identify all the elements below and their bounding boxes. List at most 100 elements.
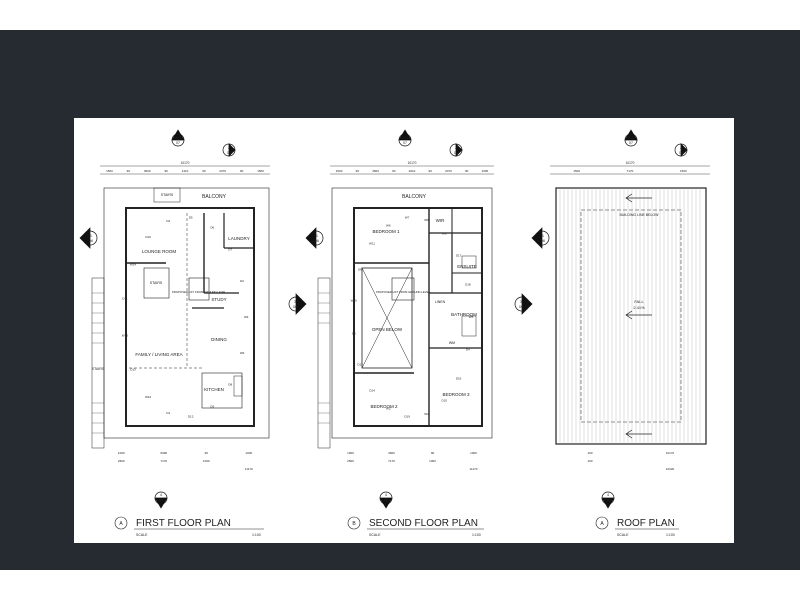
svg-text:4: 4: [160, 493, 162, 497]
marker-bottom-plan2: 4 06: [379, 491, 393, 509]
dimension-segment-top: 1500: [573, 169, 580, 173]
drawing-sheet: BALCONY LOUNGE ROOM LAUNDRY STUDY DINING…: [74, 118, 734, 543]
door-window-tag: D3: [210, 405, 214, 409]
room-label-bedroom-1: BEDROOM 1: [372, 229, 400, 234]
svg-text:06: 06: [227, 151, 231, 155]
dimension-segment-bottom: 1000: [118, 451, 125, 455]
title-block-second-floor: B SECOND FLOOR PLAN SCALE 1:100: [347, 516, 484, 537]
door-window-tag: D13: [357, 363, 363, 367]
svg-text:06: 06: [384, 498, 388, 502]
door-window-tag: W8: [424, 218, 429, 222]
dimension-segment-bottom: 90: [431, 451, 435, 455]
svg-text:1: 1: [90, 234, 92, 238]
svg-text:3: 3: [520, 300, 522, 304]
marker-top2-plan1: 2 06: [222, 143, 236, 157]
door-window-tag: W2: [386, 407, 391, 411]
dimension-overall-top: 10170: [181, 161, 190, 165]
svg-text:A-A: A-A: [402, 136, 409, 140]
door-window-tag: D16: [456, 376, 462, 380]
dimension-segment-bottom: 1000: [245, 451, 252, 455]
door-window-tag: D9: [358, 267, 362, 271]
second-floor-plan: [317, 165, 494, 449]
door-window-tag: D4: [166, 219, 170, 223]
door-window-tag: D5: [352, 331, 356, 335]
room-label-stairs-top: STAIRS: [161, 193, 174, 197]
svg-text:06: 06: [454, 151, 458, 155]
scale-label: SCALE: [136, 533, 148, 537]
dimension-segment-top: 90: [202, 169, 206, 173]
door-window-tag: W1: [424, 412, 429, 416]
marker-bottom-plan3: 4 06: [601, 491, 615, 509]
svg-text:06: 06: [679, 151, 683, 155]
door-window-tag: D15: [442, 399, 448, 403]
roof-label-fall-percent: 2.41%: [633, 305, 645, 310]
dimension-segment-bottom: 1000: [203, 459, 210, 463]
dimension-segment-top: 3900: [144, 169, 151, 173]
room-label-bedroom-3: BEDROOM 3: [442, 392, 470, 397]
dimension-segment-bottom: 90: [205, 451, 209, 455]
svg-text:A-A: A-A: [175, 136, 182, 140]
dimension-segment-top: 90: [465, 169, 469, 173]
scale-label: SCALE: [617, 533, 629, 537]
svg-text:1: 1: [542, 234, 544, 238]
dimension-segment-bottom: 10170: [666, 451, 675, 455]
svg-text:4: 4: [385, 493, 387, 497]
svg-text:06: 06: [315, 239, 319, 243]
scale-value: 1:100: [252, 533, 261, 537]
door-window-tag: D5: [189, 215, 193, 219]
floor-plans-drawing: BALCONY LOUNGE ROOM LAUNDRY STUDY DINING…: [79, 129, 710, 537]
svg-text:06: 06: [159, 498, 163, 502]
marker-top2-plan3: 2 06: [674, 143, 688, 157]
door-window-tag: W10: [351, 299, 358, 303]
room-label-dining: DINING: [211, 337, 227, 342]
marker-left-plan3: 1 06: [531, 227, 550, 249]
dimension-segment-bottom: 1000: [429, 459, 436, 463]
plan-letter-roof: A: [600, 521, 604, 527]
room-label-lift-2: PROPOSED LIFT FROM GROUND LEVEL: [376, 290, 430, 294]
room-label-bedroom-2: BEDROOM 2: [370, 404, 398, 409]
svg-text:2: 2: [680, 146, 682, 150]
dimension-segment-top: 90: [356, 169, 360, 173]
door-window-tag: W3: [240, 351, 245, 355]
section-markers: A-A 07 2 06 1 06 3 06: [79, 129, 688, 509]
marker-top-plan1: A-A 07: [171, 129, 185, 147]
dimension-segment-top: 2010: [409, 169, 416, 173]
room-label-bathroom: BATHROOM: [451, 312, 477, 317]
dimension-segment-bottom: 190: [587, 451, 592, 455]
roof-plan-labels: BUILDING LINE BELOW FALL 2.41%: [620, 213, 660, 310]
dimension-segment-bottom: 10320: [666, 467, 675, 471]
dimension-segment-top: 1500: [106, 169, 113, 173]
title-block-roof: A ROOF PLAN SCALE 1:100: [595, 516, 679, 537]
dimension-segment-bottom: 2500: [118, 459, 125, 463]
svg-text:06: 06: [606, 498, 610, 502]
svg-text:1: 1: [316, 234, 318, 238]
svg-text:07: 07: [176, 141, 180, 145]
dark-background-frame: BALCONY LOUNGE ROOM LAUNDRY STUDY DINING…: [0, 30, 800, 570]
door-window-tag: D14: [369, 389, 375, 393]
plan-title-second-floor: SECOND FLOOR PLAN: [369, 518, 478, 529]
dimension-segment-bottom: 1000: [470, 451, 477, 455]
room-label-study: STUDY: [211, 297, 226, 302]
room-label-open-below: OPEN BELOW: [372, 327, 403, 332]
svg-text:3: 3: [294, 300, 296, 304]
marker-left-plan2: 1 06: [305, 227, 324, 249]
svg-text:06: 06: [541, 239, 545, 243]
dimension-segment-top: 4500: [372, 169, 379, 173]
door-window-tags: W4W3D8D3D12D1W12D13W13D11W14D10D4D5D6D7D…: [122, 215, 474, 418]
dimension-segment-top: 1500: [482, 169, 489, 173]
door-window-tag: D6: [210, 225, 214, 229]
plan-letter-b: B: [352, 521, 356, 527]
dimension-segment-top: 1410: [182, 169, 189, 173]
dimension-segment-top: 90: [392, 169, 396, 173]
dimension-segment-bottom: 2500: [347, 459, 354, 463]
roof-label-fall: FALL: [634, 299, 644, 304]
svg-text:06: 06: [293, 305, 297, 309]
room-label-linen: LINEN: [435, 300, 446, 304]
plan-letter-a: A: [119, 521, 123, 527]
dimension-segment-top: 90: [164, 169, 168, 173]
door-window-tag: W11: [369, 241, 375, 245]
room-label-wir: WIR: [436, 218, 445, 223]
first-floor-labels: BALCONY LOUNGE ROOM LAUNDRY STUDY DINING…: [92, 193, 250, 392]
room-label-ensuite: ENSUITE: [457, 264, 477, 269]
